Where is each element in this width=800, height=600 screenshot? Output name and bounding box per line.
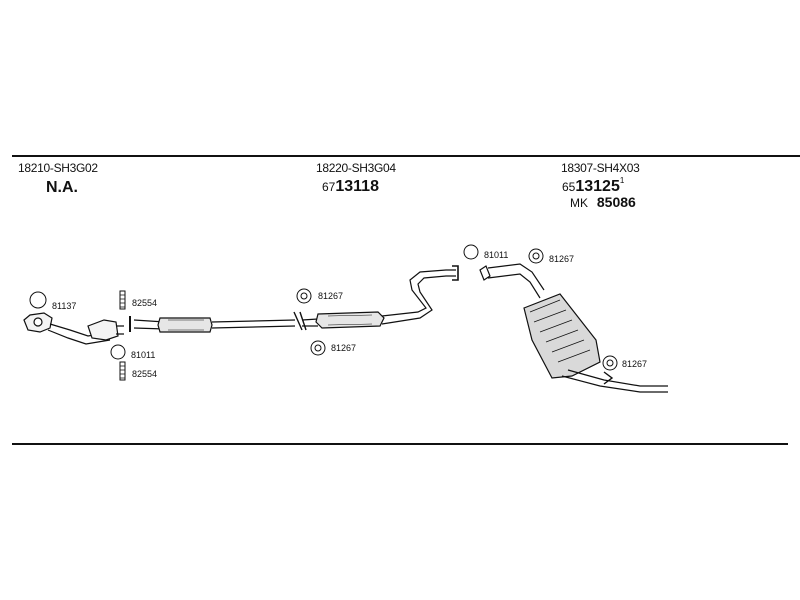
section-3-code-main: 13125 [575,178,620,195]
section-2-code-prefix: 67 [322,180,336,194]
section-2-part-number: 18220-SH3G04 [316,161,396,175]
section-3-code: 65131251 [562,176,625,195]
section-2-code: 6713118 [322,179,379,195]
section-3-code-suffix: 1 [619,176,625,185]
callout-front-clamp-bottom: 82554 [132,369,157,379]
rubber-hanger-icon [300,292,308,300]
section-3-code-prefix: 65 [562,180,576,194]
callout-front-clamp-top: 82554 [132,298,157,308]
gasket-ring-icon [29,291,47,309]
rear-silencer-assembly [479,263,668,393]
section-3-mk: MK 85086 [570,195,636,211]
section-2-code-main: 13118 [335,178,379,195]
front-pipe-assembly [23,312,124,345]
bottom-divider-line [12,443,788,445]
callout-front-gasket: 81137 [52,301,76,311]
top-divider-line [12,155,800,157]
section-3-mk-value: 85086 [596,194,636,210]
gasket-ring-icon [110,344,126,360]
callout-front-ring: 81011 [131,350,155,360]
callout-mid-hanger-top: 81267 [318,291,343,301]
middle-pipe-assembly [129,265,459,333]
gasket-ring-icon [463,244,479,260]
section-3-part-number: 18307-SH4X03 [561,161,640,175]
section-1-part-number: 18210-SH3G02 [18,161,98,175]
rubber-hanger-icon [532,252,540,260]
callout-rear-hanger-bottom: 81267 [622,359,647,369]
section-1-code: N.A. [46,179,78,196]
rubber-hanger-icon [314,344,322,352]
clamp-icon [119,361,126,381]
callout-rear-ring: 81011 [484,250,508,260]
rubber-hanger-icon [606,359,614,367]
callout-mid-hanger-bottom: 81267 [331,343,356,353]
section-3-mk-label: MK [570,196,588,210]
callout-rear-hanger-top: 81267 [549,254,574,264]
clamp-icon [119,290,126,310]
